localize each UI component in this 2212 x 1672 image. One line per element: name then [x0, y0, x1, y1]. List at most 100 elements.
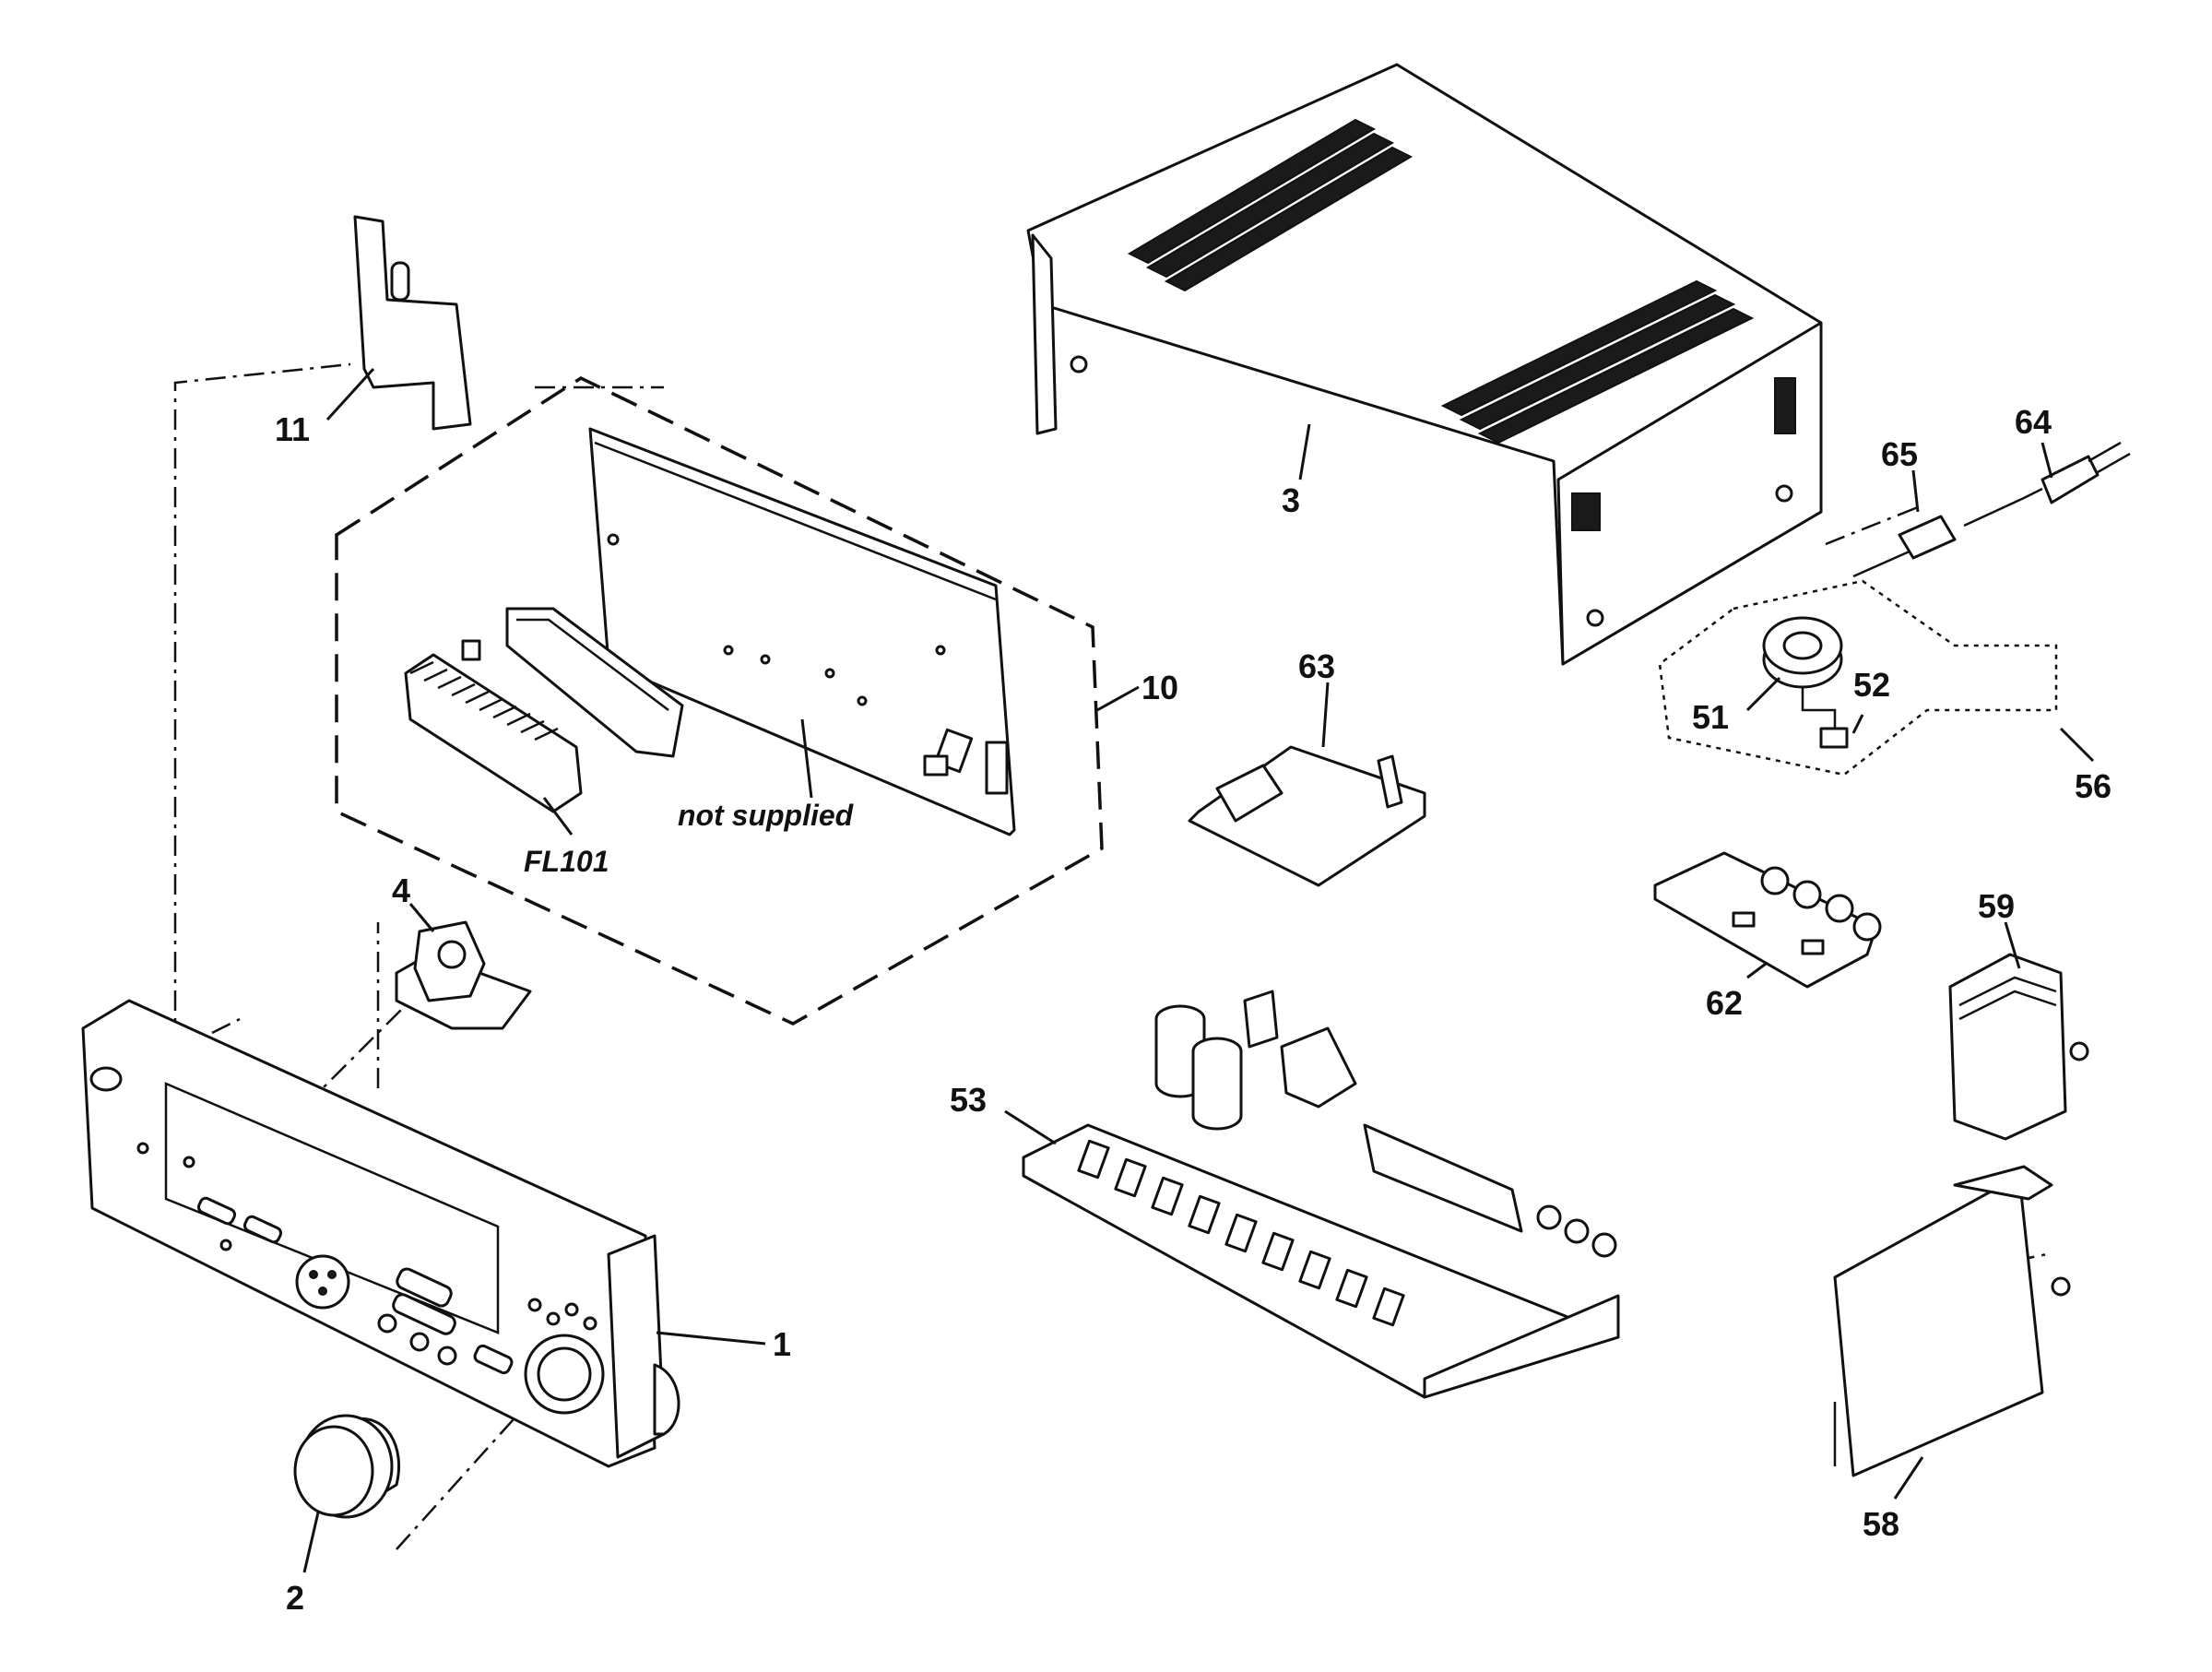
label-4: 4: [392, 872, 410, 909]
leader-65: [1911, 469, 1920, 513]
display-holder-slot: [516, 618, 669, 711]
leader-1: [656, 1331, 766, 1346]
display-board-holes: [607, 533, 946, 706]
leader-2: [302, 1512, 320, 1573]
jack-socket-icon: [437, 940, 467, 969]
plug-pins-icon: [2088, 441, 2131, 474]
assembly-10-boundary: [335, 375, 1104, 1026]
leader-52: [1851, 714, 1864, 734]
guide-line-11: [173, 362, 351, 1088]
display-tube-pins: [409, 660, 559, 741]
leader-10: [1096, 685, 1140, 712]
cover-screw-icon-2: [1586, 609, 1604, 627]
label-fl101: FL101: [524, 845, 609, 878]
part-59-module: 59: [1948, 887, 2089, 1141]
main-board-edge: [1423, 1294, 1620, 1399]
leader-56: [2059, 727, 2095, 763]
board-58-icon: [1833, 1174, 2044, 1477]
transistor-row: [1077, 1139, 1405, 1327]
leader-51: [1745, 676, 1781, 712]
leader-58: [1893, 1456, 1924, 1500]
part-63-board: 63: [1188, 647, 1426, 887]
thermal-fuse-icon: [1819, 727, 1849, 749]
cover-left-side: [1031, 233, 1058, 435]
module-59-edge: [1958, 976, 2057, 1007]
guide-line-cord: [1825, 505, 1919, 546]
part-4-jack-board: 4: [392, 872, 532, 1030]
leader-62: [1746, 962, 1767, 979]
leader-3: [1298, 423, 1311, 480]
front-panel-top-edge: [128, 999, 646, 1238]
label-2: 2: [286, 1579, 304, 1617]
leader-64: [2040, 442, 2053, 479]
label-62: 62: [1706, 984, 1743, 1022]
board-62-jacks: [1732, 866, 1882, 955]
label-not-supplied: not supplied: [678, 799, 855, 832]
bracket-slot-icon: [390, 261, 410, 302]
leader-11: [325, 367, 375, 421]
cover-side-vent-icon: [1774, 377, 1796, 434]
transformer-core: [1782, 631, 1823, 660]
cover-screw-icon: [1070, 355, 1088, 374]
power-cord-icon: 64 65: [1852, 403, 2131, 578]
vent-slots: [1127, 118, 1755, 445]
strain-relief-icon: [1898, 515, 1957, 560]
capacitor-icons: [1154, 1004, 1243, 1131]
main-board-heatsink: [1243, 990, 1279, 1049]
part-62-board: 62: [1653, 851, 1882, 1022]
board-63-component: [1215, 764, 1283, 823]
main-board-ic-block: [1363, 1123, 1523, 1233]
part-11-bracket: 11: [275, 215, 472, 448]
front-panel-button-icon: [89, 1066, 123, 1092]
label-3: 3: [1282, 481, 1300, 519]
cover-screw-icon-3: [1775, 484, 1793, 503]
part-56-assembly: 51 52 56: [1658, 579, 2111, 805]
label-53: 53: [950, 1081, 987, 1119]
plug-body-icon: [2040, 455, 2100, 504]
label-58: 58: [1863, 1505, 1899, 1543]
connector-icon: [985, 741, 1009, 795]
label-11: 11: [275, 410, 310, 448]
leader-fl101: [542, 797, 574, 836]
leader-63: [1321, 682, 1330, 748]
knob-face: [293, 1425, 374, 1517]
label-59: 59: [1978, 887, 2015, 925]
board-58-connector: [1953, 1165, 2053, 1201]
label-1: 1: [773, 1325, 791, 1363]
guide-line-front-top: [211, 1017, 241, 1035]
module-59-edge-2: [1958, 990, 2057, 1021]
board-63-bracket: [1377, 754, 1403, 809]
potentiometer-icon: [923, 728, 974, 777]
leader-59: [2004, 921, 2021, 969]
front-panel-icon: 1: [81, 999, 791, 1468]
main-board-regulator: [1280, 1026, 1357, 1109]
bracket-icon: [353, 215, 472, 431]
transformer-wire: [1801, 687, 1837, 729]
front-panel-controls: [136, 1142, 597, 1375]
leader-4: [408, 903, 435, 932]
label-56: 56: [2075, 767, 2111, 805]
label-65: 65: [1881, 435, 1918, 473]
cover-right-side: [1556, 321, 1823, 666]
display-board-edge: [594, 441, 997, 601]
module-59-icon: [1948, 953, 2067, 1141]
volume-hole-icon: [537, 1346, 592, 1402]
front-panel-display-window: [164, 1082, 500, 1334]
display-board: [588, 427, 1016, 836]
cover-icon: 3: [1026, 63, 1823, 666]
knob-icon: 2: [286, 1414, 401, 1617]
leader-53: [1004, 1109, 1057, 1145]
assembly-10: FL101 not supplied 10: [335, 375, 1178, 1026]
display-tube-icon: [404, 653, 583, 813]
panel-tab-icon: [653, 1363, 680, 1436]
label-63: 63: [1298, 647, 1335, 685]
display-holder: [505, 607, 684, 758]
part-58-board: 58: [1833, 1165, 2071, 1543]
label-52: 52: [1853, 666, 1890, 704]
guide-line-4: [303, 977, 434, 1108]
part-53-main-board: 53: [950, 990, 1620, 1399]
main-board-jacks: [1536, 1204, 1617, 1258]
board-58-jack-icon: [2051, 1276, 2071, 1297]
